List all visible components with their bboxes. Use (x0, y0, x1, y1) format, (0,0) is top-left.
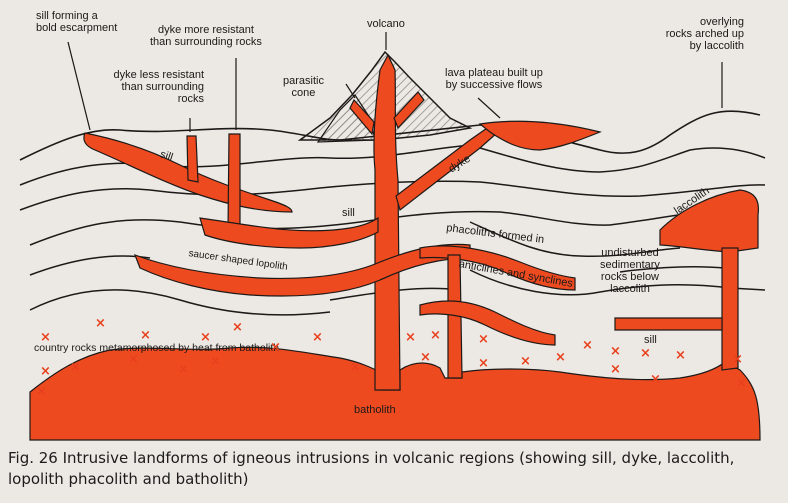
figure-caption: Fig. 26 Intrusive landforms of igneous i… (8, 449, 735, 488)
label-sill-escarpment: sill forming a bold escarpment (36, 10, 118, 34)
batholith-shape (29, 346, 761, 441)
label-undisturbed-rocks: undisturbed sedimentary rocks below lacc… (600, 247, 660, 295)
label-sill-right: sill (644, 334, 657, 346)
igneous-intrusions-diagram (19, 32, 766, 441)
label-overlying-rocks: overlying rocks arched up by laccolith (665, 16, 744, 52)
laccolith-shape (659, 189, 760, 253)
label-lava-plateau: lava plateau built up by successive flow… (445, 67, 543, 91)
phacolith-lower (419, 300, 556, 346)
label-country-rocks: country rocks metamorphosed by heat from… (34, 342, 280, 354)
label-dyke-more-resistant: dyke more resistant than surrounding roc… (150, 24, 262, 48)
label-volcano: volcano (367, 18, 405, 30)
pointer-lines (67, 32, 723, 132)
label-dyke-less-resistant: dyke less resistant than surrounding roc… (113, 69, 204, 105)
igneous-intrusions (29, 53, 761, 441)
lava-plateau-shape (478, 120, 602, 151)
ground-surface (19, 110, 761, 161)
label-batholith: batholith (354, 404, 396, 416)
label-parasitic-cone: parasitic cone (283, 75, 324, 99)
label-sill-middle: sill (342, 207, 355, 219)
